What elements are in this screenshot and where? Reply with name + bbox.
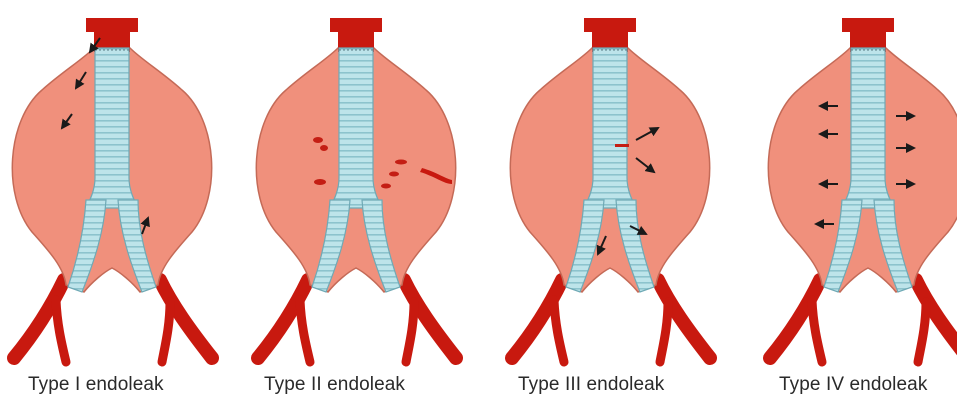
caption-type-2: Type II endoleak — [264, 374, 405, 396]
panel-type-4 — [768, 18, 957, 362]
panel-type-3 — [510, 18, 710, 362]
caption-type-4: Type IV endoleak — [779, 374, 927, 396]
panel-type-2 — [256, 18, 456, 362]
panel-type-1 — [12, 18, 212, 362]
caption-type-1: Type I endoleak — [28, 374, 164, 396]
caption-type-3: Type III endoleak — [518, 374, 664, 396]
